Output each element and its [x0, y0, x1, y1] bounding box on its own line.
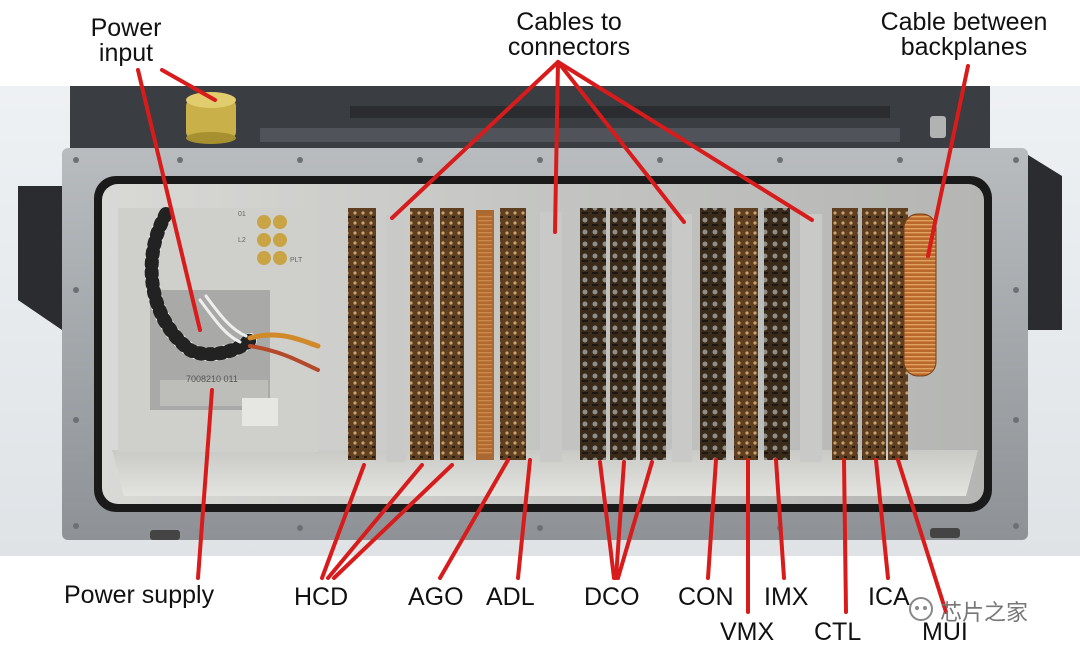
connector-strip-3: [672, 214, 692, 462]
terminal-mark-1: 01: [238, 211, 246, 218]
label-power-supply: Power supply: [64, 581, 215, 609]
left-mount-bracket: [18, 186, 62, 330]
wire-harness: [144, 207, 321, 372]
card-dco-3: [640, 208, 666, 460]
card-ica: [862, 208, 886, 460]
card-ctl: [832, 208, 858, 460]
card-dco-2: [610, 208, 636, 460]
label-ctl: CTL: [814, 618, 862, 646]
label-adl: ADL: [486, 583, 535, 611]
frame-screws: [73, 157, 1019, 531]
card-hcd-3: [440, 208, 464, 460]
label-imx: IMX: [764, 583, 809, 611]
watermark-text: 芯片之家: [940, 601, 1029, 626]
card-hcd-1: [348, 208, 376, 460]
label-power-input: Power input: [90, 14, 162, 67]
label-con: CON: [678, 583, 734, 611]
card-hcd-2: [410, 208, 434, 460]
connector-strip-4: [800, 214, 822, 462]
connector-strip-2: [540, 212, 562, 462]
label-cables-to-connectors: Cables to connectors: [507, 8, 631, 61]
label-hcd: HCD: [294, 583, 349, 611]
label-vmx: VMX: [720, 618, 775, 646]
label-cable-between-backplanes: Cable between backplanes: [880, 8, 1048, 61]
label-ica: ICA: [868, 583, 910, 611]
card-adl: [500, 208, 526, 460]
card-mui: [888, 208, 908, 460]
label-mui: MUI: [922, 618, 968, 646]
power-supply-plate-text: 7008210 011: [186, 374, 238, 384]
right-mount-bracket: [1020, 150, 1062, 330]
label-ago: AGO: [408, 583, 464, 611]
terminal-mark-3: PLT: [290, 257, 303, 264]
card-vmx: [734, 208, 758, 460]
wechat-channel-icon: [909, 597, 933, 621]
card-con: [700, 208, 726, 460]
callout-lines: [136, 60, 970, 614]
watermark: 芯片之家: [908, 594, 1048, 626]
card-dco-1: [580, 208, 606, 460]
label-dco: DCO: [584, 583, 640, 611]
card-imx: [764, 208, 790, 460]
connector-strip-1: [386, 214, 406, 462]
terminal-mark-2: L2: [238, 237, 246, 244]
card-ago: [476, 210, 494, 460]
